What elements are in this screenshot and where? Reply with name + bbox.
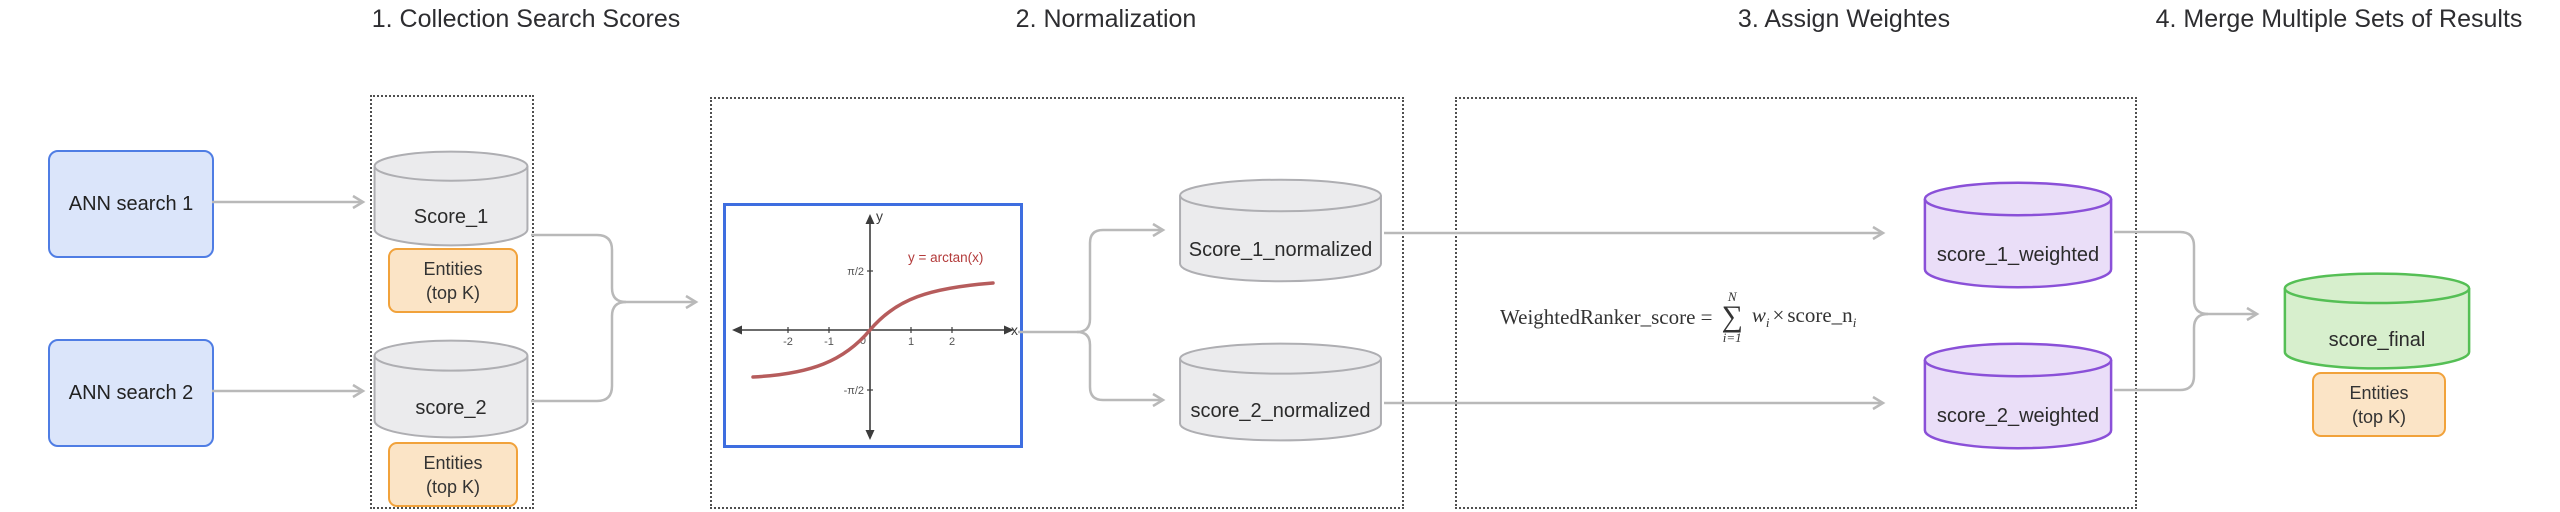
entities-final-line2: (top K) bbox=[2351, 406, 2407, 427]
section-normalization bbox=[710, 97, 1404, 509]
sigma-lower-bound: i=1 bbox=[1722, 330, 1742, 346]
entities-topk-1: Entities (top K) bbox=[388, 248, 518, 313]
formula-w: w bbox=[1751, 302, 1766, 327]
y-tick-neg-pi2: -π/2 bbox=[844, 385, 864, 397]
x-axis-right-arrow bbox=[1004, 325, 1014, 335]
entities-2-line1: Entities bbox=[423, 452, 483, 473]
ann-search-1-label: ANN search 1 bbox=[68, 192, 194, 215]
db-score-1: Score_1 bbox=[373, 150, 529, 247]
weighted-ranker-formula: WeightedRanker_score = N ∑ i=1 wi×score_… bbox=[1500, 286, 1856, 348]
db-score-1-normalized-label: Score_1_normalized bbox=[1188, 238, 1373, 261]
arctan-plot-svg: -2 -1 1 2 0 π/2 -π/2 y x y = arctan(x) bbox=[732, 208, 1018, 440]
formula-score-n: score_n bbox=[1787, 302, 1853, 327]
sigma-symbol: ∑ bbox=[1721, 299, 1743, 333]
origin-label: 0 bbox=[860, 335, 866, 347]
formula-w-sub: i bbox=[1765, 315, 1770, 331]
ann-search-1-node: ANN search 1 bbox=[48, 150, 214, 258]
formula-times: × bbox=[1772, 302, 1785, 327]
entities-topk-2: Entities (top K) bbox=[388, 442, 518, 507]
entities-1-line1: Entities bbox=[423, 258, 483, 279]
y-axis-top-arrow bbox=[865, 214, 875, 224]
step4-title: 4. Merge Multiple Sets of Results bbox=[2155, 5, 2523, 33]
y-axis-bottom-arrow bbox=[865, 430, 875, 440]
sigma-sum: N ∑ i=1 bbox=[1722, 290, 1743, 345]
db-score-2: score_2 bbox=[373, 339, 529, 439]
merge1-lower-branch bbox=[531, 300, 627, 403]
entities-final-line1: Entities bbox=[2349, 382, 2409, 403]
merge1-upper-branch bbox=[531, 233, 627, 304]
x-axis-label: x bbox=[1011, 322, 1018, 338]
y-axis-label: y bbox=[876, 208, 883, 224]
ann-search-2-label: ANN search 2 bbox=[68, 381, 194, 404]
arctan-plot: -2 -1 1 2 0 π/2 -π/2 y x y = arctan(x) bbox=[723, 203, 1023, 448]
formula-lhs: WeightedRanker_score = bbox=[1500, 304, 1713, 329]
db-score-1-normalized: Score_1_normalized bbox=[1178, 178, 1383, 283]
db-score-2-weighted: score_2_weighted bbox=[1923, 342, 2113, 450]
db-score-2-normalized: score_2_normalized bbox=[1178, 342, 1383, 442]
db-score-final-label: score_final bbox=[2328, 328, 2426, 351]
y-tick-pi2: π/2 bbox=[847, 266, 864, 278]
db-score-final: score_final bbox=[2283, 272, 2471, 370]
step3-title: 3. Assign Weightes bbox=[1737, 5, 1951, 33]
step2-title: 2. Normalization bbox=[1015, 5, 1197, 33]
db-score-1-weighted-label: score_1_weighted bbox=[1936, 243, 2100, 266]
db-score-2-normalized-label: score_2_normalized bbox=[1190, 400, 1371, 422]
entities-2-line2: (top K) bbox=[425, 476, 481, 497]
arctan-curve bbox=[751, 281, 995, 379]
formula-score-n-sub: i bbox=[1852, 315, 1857, 331]
x-tick--1: -1 bbox=[824, 336, 834, 348]
entities-topk-final: Entities (top K) bbox=[2312, 372, 2446, 437]
entities-1-line2: (top K) bbox=[425, 282, 481, 303]
x-tick-1: 1 bbox=[908, 336, 914, 348]
db-score-2-label: score_2 bbox=[415, 397, 487, 419]
x-tick--2: -2 bbox=[783, 336, 793, 348]
db-score-1-label: Score_1 bbox=[413, 206, 489, 229]
db-score-2-weighted-label: score_2_weighted bbox=[1936, 404, 2100, 427]
ann-search-2-node: ANN search 2 bbox=[48, 339, 214, 447]
formula-rhs: wi×score_ni bbox=[1752, 303, 1856, 331]
arctan-curve-label: y = arctan(x) bbox=[908, 250, 983, 265]
x-tick-2: 2 bbox=[949, 336, 955, 348]
db-score-1-weighted: score_1_weighted bbox=[1923, 181, 2113, 289]
x-axis-left-arrow bbox=[732, 325, 742, 335]
sigma-upper-bound: N bbox=[1727, 288, 1737, 304]
step1-title: 1. Collection Search Scores bbox=[371, 5, 681, 33]
